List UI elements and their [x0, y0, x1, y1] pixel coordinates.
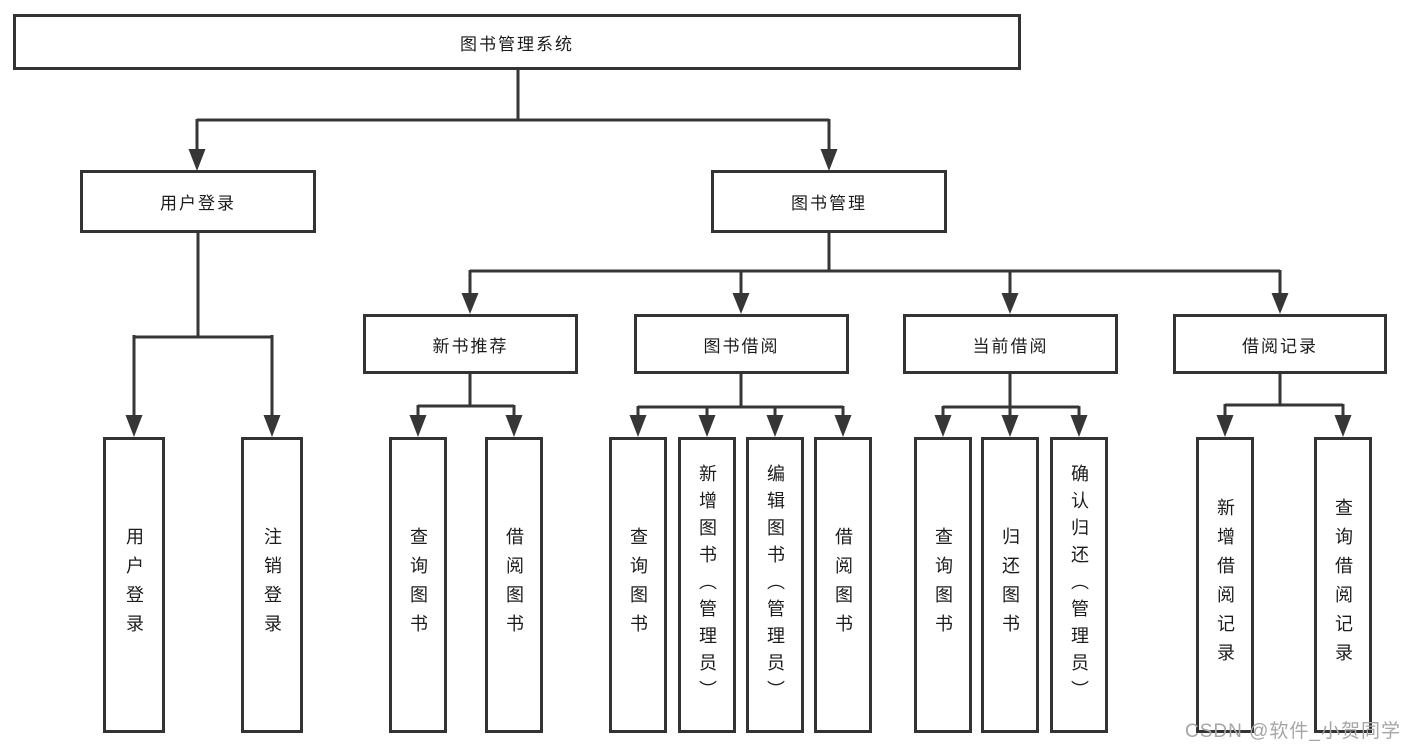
leaf-confirm-return-admin-label: 确认归还（管理员）: [1069, 463, 1089, 707]
leaf-recommend-query-book: 查询图书: [389, 437, 447, 733]
leaf-query-borrow-record-label: 查询借阅记录: [1333, 498, 1353, 672]
node-new-book-recommend: 新书推荐: [363, 314, 578, 374]
leaf-add-book-admin: 新增图书（管理员）: [678, 437, 736, 733]
leaf-logout: 注销登录: [241, 437, 303, 733]
leaf-add-borrow-record: 新增借阅记录: [1196, 437, 1254, 733]
leaf-query-borrow-record: 查询借阅记录: [1314, 437, 1372, 733]
leaf-user-login-label: 用户登录: [124, 527, 144, 643]
leaf-recommend-borrow-book: 借阅图书: [485, 437, 543, 733]
leaf-return-book-label: 归还图书: [1000, 527, 1020, 643]
leaf-recommend-query-book-label: 查询图书: [408, 527, 428, 643]
leaf-borrow-book: 借阅图书: [814, 437, 872, 733]
node-book-borrow: 图书借阅: [634, 314, 849, 374]
leaf-borrow-query-book-label: 查询图书: [628, 527, 648, 643]
node-book-management-label: 图书管理: [791, 194, 867, 213]
node-book-borrow-label: 图书借阅: [703, 336, 780, 356]
leaf-user-login: 用户登录: [103, 437, 165, 733]
node-current-borrow-label: 当前借阅: [972, 336, 1049, 356]
node-user-login-label: 用户登录: [160, 194, 236, 213]
leaf-return-book: 归还图书: [981, 437, 1039, 733]
node-current-borrow: 当前借阅: [903, 314, 1118, 374]
node-new-book-recommend-label: 新书推荐: [432, 336, 509, 356]
leaf-logout-label: 注销登录: [262, 527, 282, 643]
leaf-current-query-book: 查询图书: [914, 437, 972, 733]
csdn-watermark: CSDN @软件_小贺同学: [1185, 721, 1401, 742]
leaf-current-query-book-label: 查询图书: [933, 527, 953, 643]
leaf-borrow-query-book: 查询图书: [609, 437, 667, 733]
node-root: 图书管理系统: [13, 14, 1021, 70]
leaf-add-book-admin-label: 新增图书（管理员）: [697, 463, 717, 707]
leaf-borrow-book-label: 借阅图书: [833, 527, 853, 643]
node-user-login: 用户登录: [80, 170, 316, 233]
leaf-recommend-borrow-book-label: 借阅图书: [504, 527, 524, 643]
arrowhead-icons: [125, 149, 1352, 437]
node-root-label: 图书管理系统: [460, 34, 574, 54]
leaf-edit-book-admin-label: 编辑图书（管理员）: [765, 463, 785, 707]
leaf-edit-book-admin: 编辑图书（管理员）: [746, 437, 804, 733]
node-book-management: 图书管理: [711, 170, 947, 233]
node-borrow-records: 借阅记录: [1173, 314, 1387, 374]
node-borrow-records-label: 借阅记录: [1242, 336, 1318, 356]
leaf-confirm-return-admin: 确认归还（管理员）: [1050, 437, 1108, 733]
leaf-add-borrow-record-label: 新增借阅记录: [1215, 498, 1235, 672]
